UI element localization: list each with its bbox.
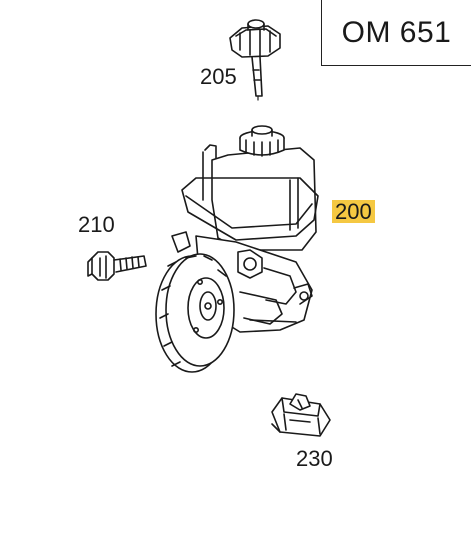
bolt-part[interactable]	[87, 251, 147, 281]
engine-code-box: OM 651	[321, 0, 471, 66]
power-steering-pump-part[interactable]	[155, 125, 319, 373]
part-label-200[interactable]: 200	[332, 200, 375, 223]
part-label-230[interactable]: 230	[296, 446, 333, 471]
part-label-210[interactable]: 210	[78, 212, 115, 237]
part-label-205[interactable]: 205	[200, 64, 237, 89]
bracket-part[interactable]	[271, 393, 331, 437]
engine-code-label: OM 651	[341, 15, 452, 49]
reservoir-cap-part[interactable]	[229, 19, 281, 97]
